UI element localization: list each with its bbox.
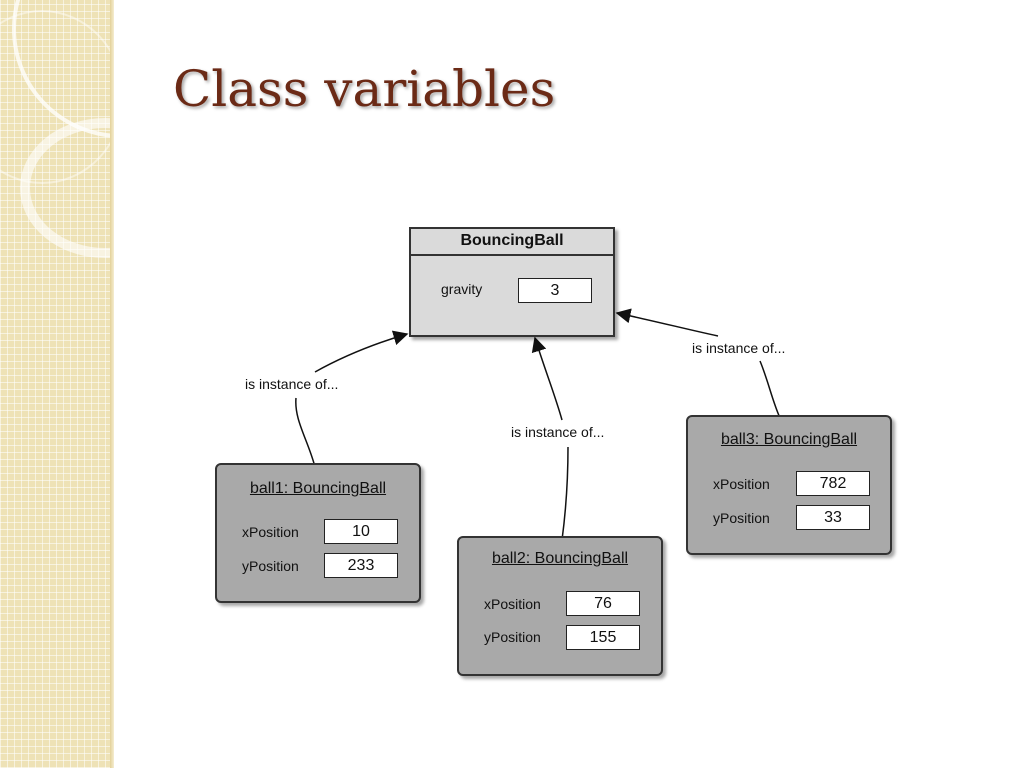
object-title: ball1: BouncingBall xyxy=(249,480,387,497)
arrow-ball2-to-class xyxy=(535,338,569,541)
object-field-value: 10 xyxy=(324,519,398,544)
object-box-ball3: ball3: BouncingBall xPosition 782 yPosit… xyxy=(686,415,892,555)
arrow-ball3-to-class xyxy=(617,313,781,419)
class-field-label: gravity xyxy=(441,281,483,297)
sidebar-edge xyxy=(110,0,114,768)
object-field-label: yPosition xyxy=(713,510,770,526)
class-box-bouncingball: BouncingBall gravity 3 xyxy=(409,227,615,337)
relation-label-ball2: is instance of... xyxy=(511,424,605,440)
object-field-label: yPosition xyxy=(242,558,299,574)
object-field-value: 76 xyxy=(566,591,640,616)
object-field-value: 33 xyxy=(796,505,870,530)
relation-label-ball1: is instance of... xyxy=(245,376,339,392)
object-field-label: xPosition xyxy=(242,524,299,540)
decorative-sidebar xyxy=(0,0,114,768)
slide-title: Class variables xyxy=(173,60,556,118)
object-title: ball2: BouncingBall xyxy=(491,550,629,567)
object-title: ball3: BouncingBall xyxy=(720,431,858,448)
object-field-label: xPosition xyxy=(713,476,770,492)
arrow-ball1-to-class xyxy=(295,334,407,468)
object-field-value: 782 xyxy=(796,471,870,496)
class-name: BouncingBall xyxy=(411,229,613,256)
object-field-label: xPosition xyxy=(484,596,541,612)
object-field-label: yPosition xyxy=(484,629,541,645)
object-field-value: 233 xyxy=(324,553,398,578)
class-field-value: 3 xyxy=(518,278,592,303)
object-box-ball1: ball1: BouncingBall xPosition 10 yPositi… xyxy=(215,463,421,603)
object-box-ball2: ball2: BouncingBall xPosition 76 yPositi… xyxy=(457,536,663,676)
object-field-value: 155 xyxy=(566,625,640,650)
relation-label-ball3: is instance of... xyxy=(692,340,786,356)
